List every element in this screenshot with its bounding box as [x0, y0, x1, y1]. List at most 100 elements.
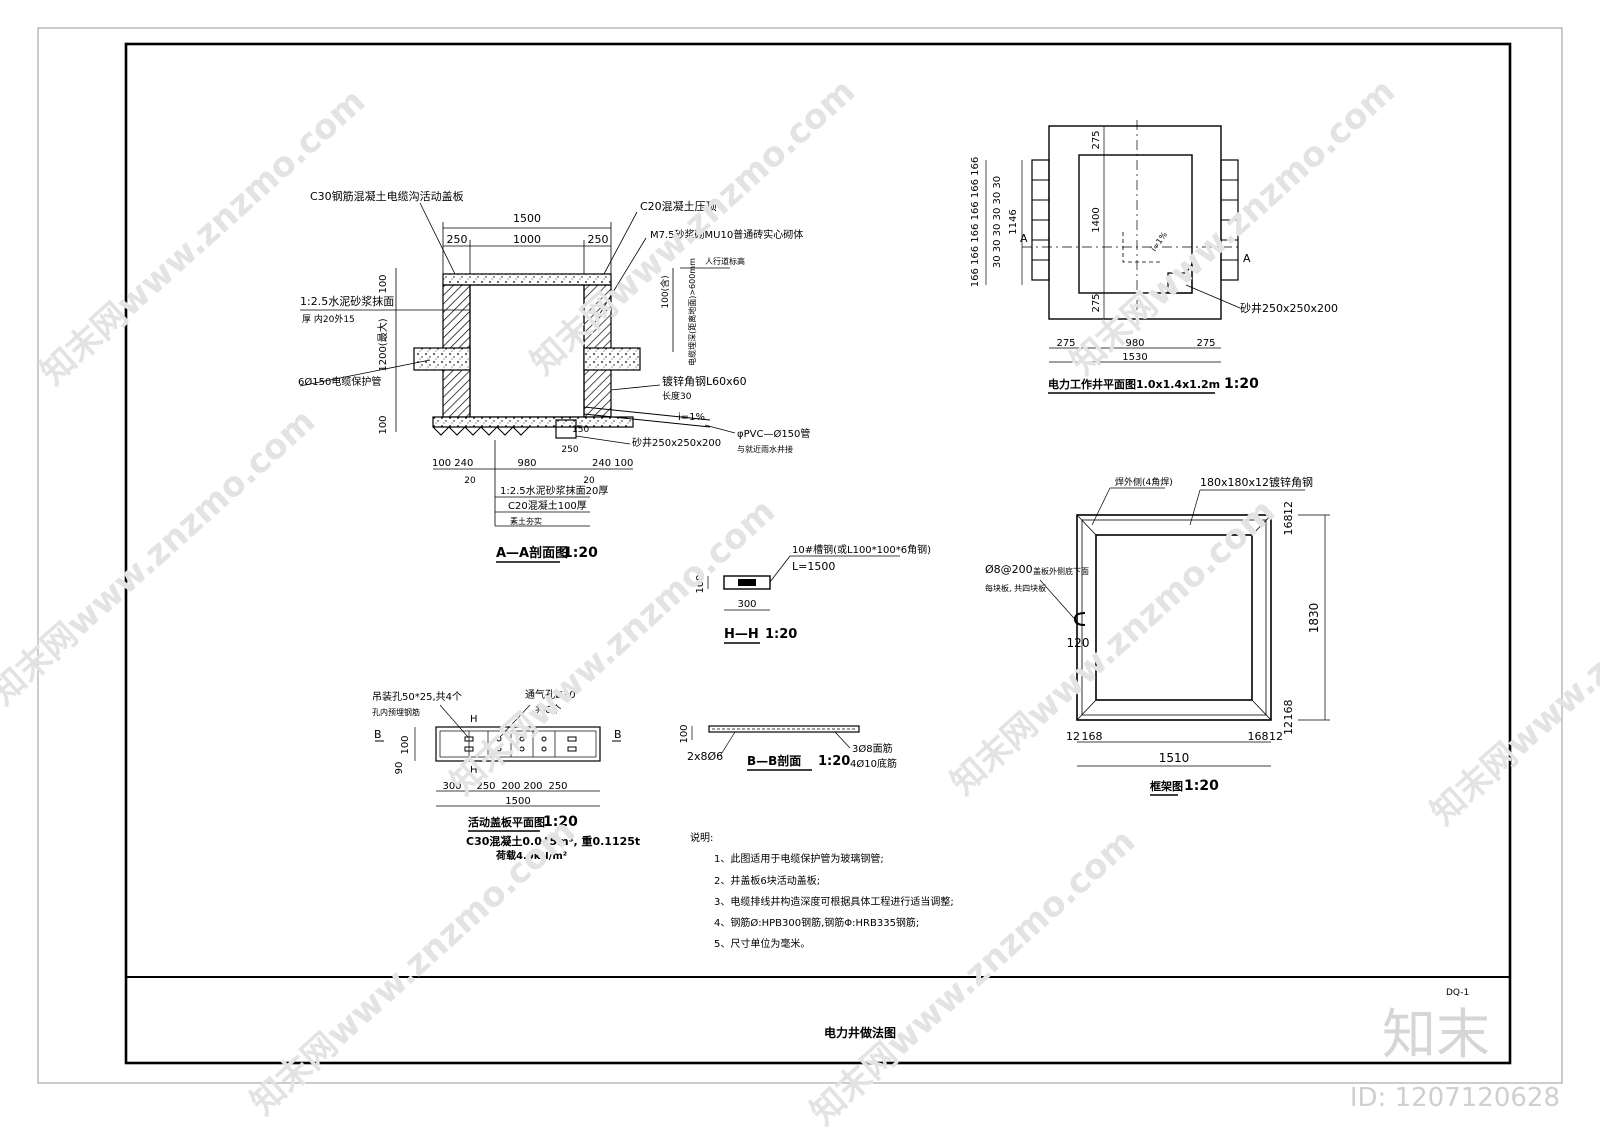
aa-leader [603, 211, 638, 275]
hh-note: 10#槽钢(或L100*100*6角钢) [792, 543, 931, 556]
frame-scale: 1:20 [1184, 778, 1219, 794]
aa-pipe-left [413, 347, 471, 371]
aa-dim-980: 980 [517, 458, 536, 469]
cover-slab-inner [439, 730, 597, 758]
cover-vent-hole [519, 736, 525, 742]
aa-layer2: C20混凝土100厚 [508, 499, 587, 512]
aa-dim-bot: 100 240 [432, 458, 473, 469]
aa-label-pvc: φPVC—Ø150管 [737, 427, 810, 440]
plan-dim-275bot: 275 [1091, 293, 1102, 312]
cover-spec1: C30混凝土0.045m³, 重0.1125t [466, 834, 640, 848]
frame-leader [1091, 487, 1111, 526]
bb-bar2: 3Ø8面筋 [852, 742, 893, 755]
plan-sec-a-left: A [1020, 232, 1028, 245]
cover-handle2: 孔内预埋钢筋 [372, 707, 420, 717]
cover-vent-hole [496, 736, 502, 742]
frame-dim-12t: 12 [1282, 501, 1295, 515]
aa-label-cover: C30钢筋混凝土电缆沟活动盖板 [310, 189, 464, 203]
cover-w1: 250 [476, 781, 495, 792]
cover-plan: 吊装孔50*25,共4个 孔内预埋钢筋 通气孔Ø30 共6个 H H B B 1… [372, 688, 640, 862]
frame-rebar3: 每块板, 共四块板 [985, 583, 1046, 593]
frame-dim-168l: 168 [1082, 730, 1103, 743]
hh-len: L=1500 [792, 560, 835, 573]
cover-dim-100: 100 [400, 735, 411, 754]
aa-dim-20a: 20 [464, 476, 476, 486]
aa-label-angle: 镀锌角钢L60x60 [662, 374, 747, 388]
cover-vent-hole [519, 746, 525, 752]
hh-channel-core [738, 579, 756, 586]
hh-channel [723, 575, 771, 590]
plan-dim-1400: 1400 [1091, 207, 1102, 232]
bb-slab [708, 725, 860, 733]
aa-pipe-right [583, 347, 641, 371]
frame-corner [1076, 514, 1097, 536]
aa-title: A—A剖面图 [496, 545, 568, 561]
aa-depth1: 100(含) [659, 275, 671, 308]
frame-dim-120: 120 [1067, 636, 1090, 650]
cover-w2: 200 [501, 781, 520, 792]
plan-dims-30: 30 30 30 30 30 30 [992, 176, 1003, 268]
aa-leader [595, 237, 647, 321]
cover-w0: 300 [442, 781, 461, 792]
cover-h2: H [470, 765, 478, 776]
frame-dim-12l: 12 [1066, 730, 1080, 743]
hh-title: H—H [724, 627, 759, 642]
cover-scale: 1:20 [543, 814, 578, 830]
aa-dim-bot2: 240 100 [592, 458, 633, 469]
hh-dim-100: 100 [695, 574, 706, 593]
bb-title: B—B剖面 [747, 753, 801, 768]
cover-w3: 200 [523, 781, 542, 792]
cover-handle: 吊装孔50*25,共4个 [372, 690, 462, 703]
aa-dim-100b: 100 [378, 415, 389, 434]
aa-label-pipe: 6Ø150电缆保护管 [298, 375, 381, 388]
plan-sump [1167, 262, 1193, 294]
cover-b1: B [374, 728, 382, 741]
cover-leader [499, 704, 531, 738]
frame-outer [1076, 514, 1272, 721]
frame-dim-1830: 1830 [1307, 603, 1321, 634]
plan-scale: 1:20 [1224, 376, 1259, 392]
frame-dim-168t: 168 [1282, 515, 1295, 536]
notes-item: 2、井盖板6块活动盖板; [714, 874, 820, 887]
frame-leader [1189, 489, 1201, 526]
frame-dim-12b: 12 [1282, 721, 1295, 735]
notes-item: 3、电缆排线井构造深度可根据具体工程进行适当调整; [714, 895, 954, 908]
aa-cover-slab [442, 273, 612, 286]
cover-vent-hole [541, 746, 547, 752]
plan-sec-a-right: A [1243, 252, 1251, 265]
frame-inner [1095, 534, 1253, 701]
aa-dim-250c: 250 [561, 445, 578, 455]
drawing-code: DQ-1 [1446, 988, 1469, 998]
frame-corner [1076, 699, 1097, 721]
aa-dim-20b: 20 [583, 476, 595, 486]
aa-inner-chamber [469, 284, 585, 418]
notes-item: 4、钢筋Ø:HPB300钢筋,钢筋Φ:HRB335钢筋; [714, 916, 919, 929]
frame-dim-168b: 168 [1282, 700, 1295, 721]
drawing-title: 电力井做法图 [824, 1026, 897, 1040]
aa-base-slab [432, 416, 634, 428]
aa-label-c20top: C20混凝土压顶 [640, 199, 717, 213]
image-id: ID: 1207120628 [1349, 1083, 1560, 1113]
plan-dim-275top: 275 [1091, 130, 1102, 149]
cover-slab-outline [435, 726, 601, 762]
plan-dim-980: 980 [1125, 338, 1144, 349]
cover-vent2: 共6个 [535, 704, 561, 716]
aa-label-sump: 砂井250x250x200 [632, 436, 721, 449]
frame-rebar: Ø8@200 [985, 563, 1033, 576]
notes-item: 1、此图适用于电缆保护管为玻璃钢管; [714, 852, 884, 865]
aa-dim-250b: 250 [588, 233, 609, 246]
frame-title: 框架图 [1150, 779, 1183, 793]
cover-h1: H [470, 714, 478, 725]
plan-pipes-right [1220, 159, 1239, 281]
aa-dim-1500: 1500 [513, 212, 541, 225]
plan-slope: i=1% [1149, 230, 1169, 253]
cover-dim-90: 90 [394, 762, 405, 775]
aa-leader [299, 359, 431, 387]
cover-vent-hole [541, 736, 547, 742]
aa-soil-symbol [432, 426, 530, 436]
frame-outer-inner [1081, 519, 1267, 716]
aa-depth2: 电缆埋深(距离地面)>600mm [687, 258, 697, 366]
frame-dim-1510: 1510 [1159, 751, 1190, 765]
notes-heading: 说明: [690, 831, 713, 844]
